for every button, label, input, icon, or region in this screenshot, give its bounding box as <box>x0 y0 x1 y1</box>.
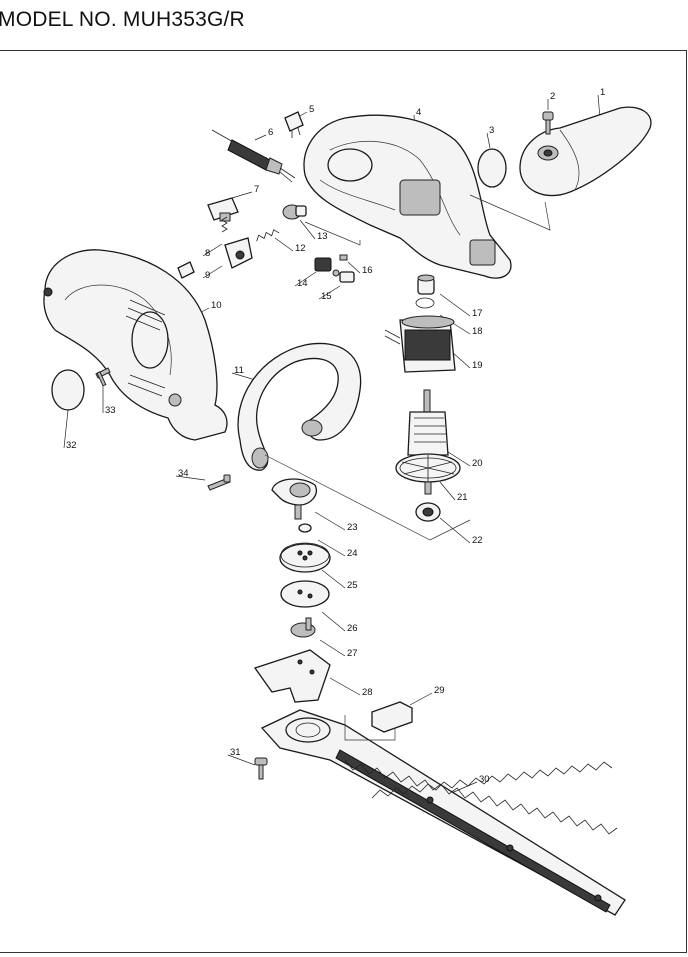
part-2-screw <box>542 111 554 135</box>
part-33-screw <box>95 367 111 387</box>
callout-30: 30 <box>479 774 490 785</box>
part-12-spring <box>256 229 280 242</box>
part-28-cover-plate <box>253 649 331 703</box>
callout-labels: 1234567891011121314151617181920212223242… <box>66 87 605 785</box>
part-19-field <box>384 315 456 373</box>
part-34-screw <box>207 474 231 491</box>
callout-29: 29 <box>434 685 445 696</box>
leader-line-3 <box>486 132 491 149</box>
leader-line-21 <box>439 481 456 501</box>
leader-line-17 <box>439 293 471 317</box>
model-title: MODEL NO. MUH353G/R <box>0 8 245 31</box>
callout-33: 33 <box>105 405 116 416</box>
part-27-cam <box>290 617 316 638</box>
callout-25: 25 <box>347 580 358 591</box>
diagram-frame <box>0 50 687 953</box>
leader-line-28 <box>329 677 361 696</box>
leader-line-15 <box>318 285 341 300</box>
callout-19: 19 <box>472 360 483 371</box>
leader-line-16 <box>347 261 361 274</box>
part-6-cord-guard <box>211 129 296 183</box>
leader-line-6 <box>254 134 267 141</box>
part-1-rear-cover <box>519 106 652 197</box>
part-25-gear <box>279 542 331 573</box>
part-20-armature <box>407 389 449 456</box>
part-18-ring <box>415 297 435 309</box>
leader-line-23 <box>314 511 346 531</box>
part-11-front-handle <box>237 342 362 471</box>
callout-7: 7 <box>254 184 259 195</box>
leader-line-14 <box>294 271 317 287</box>
part-7-switch <box>207 197 239 222</box>
part-16-pin <box>339 254 348 261</box>
part-23-crank <box>271 478 317 520</box>
callout-31: 31 <box>230 747 241 758</box>
callout-15: 15 <box>321 291 332 302</box>
callout-32: 32 <box>66 440 77 451</box>
leader-line-26 <box>321 611 346 632</box>
part-15-carbon-brush <box>332 269 355 283</box>
part-31-bolt <box>254 757 268 780</box>
callout-9: 9 <box>205 270 210 281</box>
part-13-lock-button <box>282 204 307 220</box>
part-32-label <box>51 369 85 411</box>
leader-line-31 <box>227 754 256 766</box>
part-26-plate <box>280 580 330 608</box>
leader-line-25 <box>321 569 346 589</box>
part-30-blade-assembly <box>260 709 626 916</box>
part-14-brush-holder <box>314 257 332 272</box>
callout-8: 8 <box>205 248 210 259</box>
callout-6: 6 <box>268 127 273 138</box>
part-24-washer <box>298 523 312 533</box>
callout-16: 16 <box>362 265 373 276</box>
callout-5: 5 <box>309 104 314 115</box>
callout-4: 4 <box>416 107 421 118</box>
part-10-handle-housing <box>43 249 228 441</box>
part-29-block <box>371 701 413 733</box>
assembly-guide-lines <box>264 194 551 741</box>
callout-11: 11 <box>234 365 244 376</box>
leader-line-20 <box>444 449 471 467</box>
leader-line-12 <box>274 237 294 252</box>
callout-1: 1 <box>600 87 605 98</box>
callout-27: 27 <box>347 648 358 659</box>
leader-line-34 <box>175 475 206 481</box>
part-21-fan <box>395 453 461 495</box>
callout-10: 10 <box>211 300 222 311</box>
leader-line-27 <box>319 639 346 657</box>
leader-line-9 <box>202 265 223 279</box>
leader-line-19 <box>451 351 471 369</box>
part-9-lever <box>177 237 253 279</box>
callout-20: 20 <box>472 458 483 469</box>
callout-26: 26 <box>347 623 358 634</box>
callout-22: 22 <box>472 535 483 546</box>
part-5-strain-relief <box>284 111 304 138</box>
callout-3: 3 <box>489 125 494 136</box>
leader-line-24 <box>317 539 346 557</box>
part-8-spring <box>221 216 228 233</box>
callout-23: 23 <box>347 522 358 533</box>
part-4-housing <box>303 114 512 279</box>
part-3-label <box>477 148 507 188</box>
leader-line-22 <box>439 517 471 544</box>
leader-line-7 <box>231 191 253 199</box>
part-17-bearing <box>417 274 435 295</box>
callout-34: 34 <box>178 468 189 479</box>
leader-line-13 <box>299 219 316 240</box>
callout-18: 18 <box>472 326 483 337</box>
leader-line-8 <box>202 243 223 257</box>
leader-line-32 <box>63 409 69 449</box>
callout-17: 17 <box>472 308 483 319</box>
callout-12: 12 <box>295 243 306 254</box>
callout-2: 2 <box>550 91 555 102</box>
callout-14: 14 <box>297 278 308 289</box>
callout-13: 13 <box>317 231 328 242</box>
callout-21: 21 <box>457 492 468 503</box>
part-22-ball-bearing <box>415 502 441 522</box>
callout-28: 28 <box>362 687 373 698</box>
leader-line-29 <box>409 692 433 706</box>
callout-24: 24 <box>347 548 358 559</box>
